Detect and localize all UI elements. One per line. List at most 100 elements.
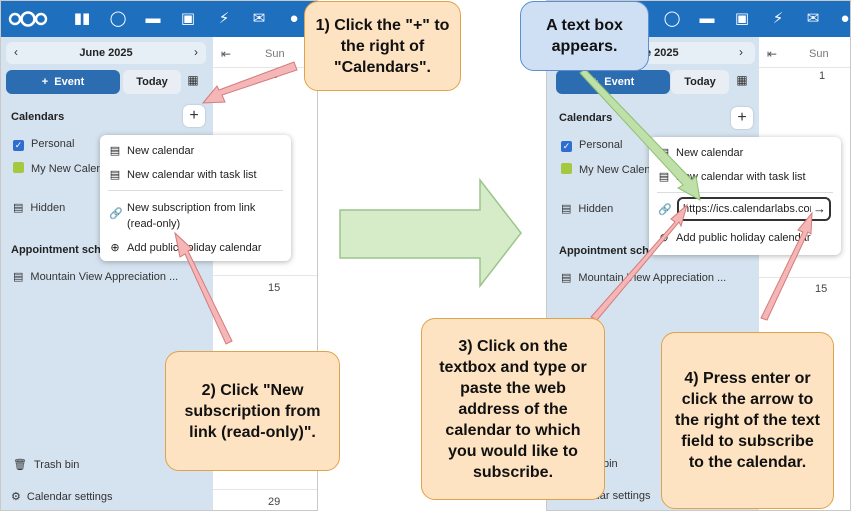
add-calendar-menu: ▤New calendar ▤ New calendar with task li… bbox=[100, 135, 291, 261]
calendar-name: Personal bbox=[31, 138, 75, 150]
search-icon[interactable]: ◯ bbox=[663, 10, 681, 27]
view-grid-icon[interactable]: ▦ bbox=[187, 73, 199, 87]
checkbox-checked-icon[interactable] bbox=[561, 163, 572, 174]
appointment-schedules-heading: Appointment sche bbox=[559, 245, 655, 257]
menu-label: Add public holiday calendar bbox=[676, 232, 811, 244]
menu-item-add-holiday[interactable]: ⊕Add public holiday calendar bbox=[109, 241, 261, 254]
menu-separator bbox=[657, 192, 833, 193]
calendar-icon: ▤ bbox=[13, 202, 24, 214]
calendar-check-icon: ▤ bbox=[109, 169, 121, 181]
callout-text: A text box appears. bbox=[546, 17, 623, 55]
mail-icon[interactable]: ✉ bbox=[806, 10, 820, 27]
nextcloud-logo-icon[interactable] bbox=[7, 10, 49, 28]
day-number: 15 bbox=[268, 282, 281, 294]
grid-line bbox=[213, 275, 317, 276]
collapse-sidebar-icon[interactable]: ⇤ bbox=[221, 47, 232, 61]
day-number: 29 bbox=[268, 496, 281, 508]
day-number: 1 bbox=[819, 70, 826, 82]
files-icon[interactable]: ▬ bbox=[699, 10, 715, 27]
day-number: 15 bbox=[815, 283, 828, 295]
today-button[interactable]: Today bbox=[123, 70, 181, 94]
hidden-label: Hidden bbox=[578, 203, 614, 215]
search-icon[interactable]: ◯ bbox=[109, 10, 127, 27]
new-event-button[interactable]: + Event bbox=[556, 70, 670, 94]
checkbox-checked-icon[interactable]: ✓ bbox=[13, 140, 24, 151]
menu-item-new-calendar[interactable]: ▤New calendar bbox=[109, 144, 194, 157]
calendar-name: Personal bbox=[579, 139, 623, 151]
next-month-button[interactable]: › bbox=[194, 45, 198, 59]
appointment-name: Mountain View Appreciation ... bbox=[30, 271, 179, 283]
new-event-label: Event bbox=[604, 76, 635, 88]
calendar-check-icon: ▤ bbox=[561, 272, 572, 284]
calendar-item-my-new-calendar[interactable]: My New Calend bbox=[561, 163, 657, 176]
activity-icon[interactable]: ⚡ bbox=[218, 10, 230, 27]
menu-label: New calendar bbox=[127, 145, 195, 157]
callout-text: 1) Click the "+" to the right of "Calend… bbox=[315, 16, 450, 76]
files-icon[interactable]: ▬ bbox=[145, 10, 161, 27]
settings-label: Calendar settings bbox=[26, 491, 113, 503]
subscription-url-input[interactable]: https://ics.calendarlabs.com → bbox=[677, 197, 831, 221]
calendar-icon: ▤ bbox=[561, 203, 572, 215]
grid-line bbox=[759, 67, 850, 68]
calendars-heading: Calendars bbox=[11, 111, 65, 123]
contacts-icon[interactable]: ● bbox=[289, 10, 299, 27]
checkbox-checked-icon[interactable]: ✓ bbox=[561, 141, 572, 152]
hidden-calendars-item[interactable]: ▤ Hidden bbox=[561, 202, 613, 215]
callout-step1: 1) Click the "+" to the right of "Calend… bbox=[304, 1, 461, 91]
grid-line bbox=[213, 67, 317, 68]
calendar-item-personal[interactable]: ✓ Personal bbox=[561, 139, 622, 152]
today-button[interactable]: Today bbox=[671, 70, 729, 94]
hidden-calendars-item[interactable]: ▤Hidden bbox=[13, 201, 65, 214]
calendar-name: My New Calend bbox=[579, 164, 657, 176]
current-month-label[interactable]: e 2025 bbox=[645, 47, 679, 59]
new-event-label: Event bbox=[54, 76, 85, 88]
next-month-button[interactable]: › bbox=[739, 45, 743, 59]
big-right-arrow bbox=[339, 177, 522, 289]
menu-label: New calendar with task list bbox=[127, 169, 257, 181]
menu-label: New subscription from link bbox=[127, 202, 256, 214]
arrow-textbox bbox=[579, 68, 701, 201]
photos-icon[interactable]: ▣ bbox=[734, 10, 750, 27]
add-calendar-menu: ▤New calendar ▤New calendar with task li… bbox=[649, 137, 841, 255]
callout-step3: 3) Click on the textbox and type or past… bbox=[421, 318, 605, 500]
menu-item-new-subscription[interactable]: 🔗New subscription from link(read-only) bbox=[109, 200, 255, 232]
contacts-icon[interactable]: ● bbox=[840, 10, 850, 27]
calendar-item-personal[interactable]: ✓ Personal bbox=[13, 138, 74, 151]
add-calendar-button[interactable]: + bbox=[731, 107, 753, 129]
trash-bin-item[interactable]: bin bbox=[603, 458, 618, 470]
arrow-step1 bbox=[201, 61, 298, 104]
link-icon: 🔗 bbox=[109, 208, 123, 220]
link-icon: 🔗 bbox=[658, 204, 672, 216]
callout-text: 4) Press enter or click the arrow to the… bbox=[675, 370, 820, 471]
submit-arrow-icon[interactable]: → bbox=[811, 199, 826, 219]
new-event-button[interactable]: + Event bbox=[6, 70, 120, 94]
menu-item-new-calendar-tasks[interactable]: ▤New calendar with task list bbox=[658, 170, 806, 183]
menu-label: New calendar with task list bbox=[676, 171, 806, 183]
calendar-settings-item[interactable]: ⚙Calendar settings bbox=[11, 490, 112, 503]
day-of-week-label: Sun bbox=[265, 48, 285, 60]
callout-text: 3) Click on the textbox and type or past… bbox=[439, 337, 587, 481]
trash-label: bin bbox=[603, 458, 618, 470]
collapse-sidebar-icon[interactable]: ⇤ bbox=[767, 47, 778, 61]
view-grid-icon[interactable]: ▦ bbox=[736, 73, 748, 87]
trash-bin-item[interactable]: 🗑Trash bin bbox=[13, 458, 79, 471]
appointment-item[interactable]: ▤Mountain View Appreciation ... bbox=[561, 271, 726, 284]
mail-icon[interactable]: ✉ bbox=[252, 10, 266, 27]
current-month-label[interactable]: June 2025 bbox=[79, 47, 133, 59]
appointment-item[interactable]: ▤Mountain View Appreciation ... bbox=[13, 270, 178, 283]
grid-line bbox=[759, 277, 850, 278]
plus-icon: + bbox=[41, 76, 49, 88]
trash-icon: 🗑 bbox=[13, 459, 27, 471]
callout-step2: 2) Click "New subscription from link (re… bbox=[165, 351, 340, 471]
checkbox-checked-icon[interactable] bbox=[13, 162, 24, 173]
calendar-item-my-new-calendar[interactable]: My New Calen bbox=[13, 162, 103, 175]
photos-icon[interactable]: ▣ bbox=[180, 10, 196, 27]
menu-item-new-calendar-tasks[interactable]: ▤ New calendar with task list bbox=[109, 168, 257, 181]
menu-separator bbox=[108, 190, 283, 191]
prev-month-button[interactable]: ‹ bbox=[14, 45, 18, 59]
activity-icon[interactable]: ⚡ bbox=[772, 10, 784, 27]
dashboard-icon[interactable]: ▮▮ bbox=[73, 10, 91, 27]
add-calendar-button[interactable]: + bbox=[183, 105, 205, 127]
grid-line bbox=[213, 489, 317, 490]
top-navigation-bar: ▮▮ ◯ ▬ ▣ ⚡ ✉ ● bbox=[1, 1, 317, 37]
